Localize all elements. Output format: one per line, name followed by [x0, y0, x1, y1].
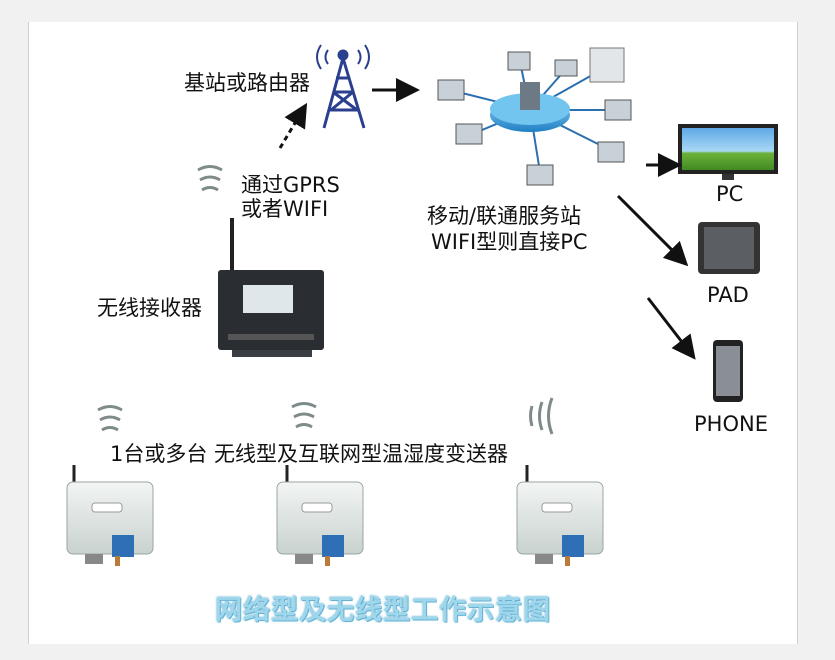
wifi-signal-icon — [291, 402, 317, 429]
server-label-line2: WIFI型则直接PC — [431, 230, 588, 254]
server-label-line1: 移动/联通服务站 — [427, 204, 582, 228]
network-hub-icon — [437, 47, 632, 186]
phone-label: PHONE — [694, 412, 768, 436]
pc-label: PC — [716, 182, 744, 206]
wifi-signal-icon — [529, 397, 554, 435]
tablet-icon — [698, 222, 760, 274]
receiver-label: 无线接收器 — [97, 296, 202, 320]
arrow-server-to-phone — [646, 297, 696, 360]
transmitter-device-icon — [66, 465, 154, 566]
pad-label: PAD — [707, 283, 749, 307]
arrow-server-to-pad — [616, 194, 689, 267]
monitor-icon — [678, 124, 778, 180]
wifi-signal-icon — [97, 405, 123, 432]
base-station-label: 基站或路由器 — [184, 71, 310, 95]
arrow-receiver-to-tower — [278, 102, 308, 149]
receiver-device-icon — [218, 218, 324, 357]
via-gprs-label-line2: 或者WIFI — [241, 197, 329, 221]
tower-icon — [316, 44, 370, 129]
diagram-title: 网络型及无线型工作示意图 — [215, 595, 551, 626]
transmitter-device-icon — [276, 465, 364, 566]
phone-icon — [713, 340, 743, 402]
diagram-canvas — [28, 22, 798, 644]
wifi-signal-icon — [197, 165, 223, 192]
transmitters-label: 1台或多台 无线型及互联网型温湿度变送器 — [110, 442, 509, 466]
via-gprs-label-line1: 通过GPRS — [241, 173, 340, 197]
transmitter-device-icon — [516, 465, 604, 566]
